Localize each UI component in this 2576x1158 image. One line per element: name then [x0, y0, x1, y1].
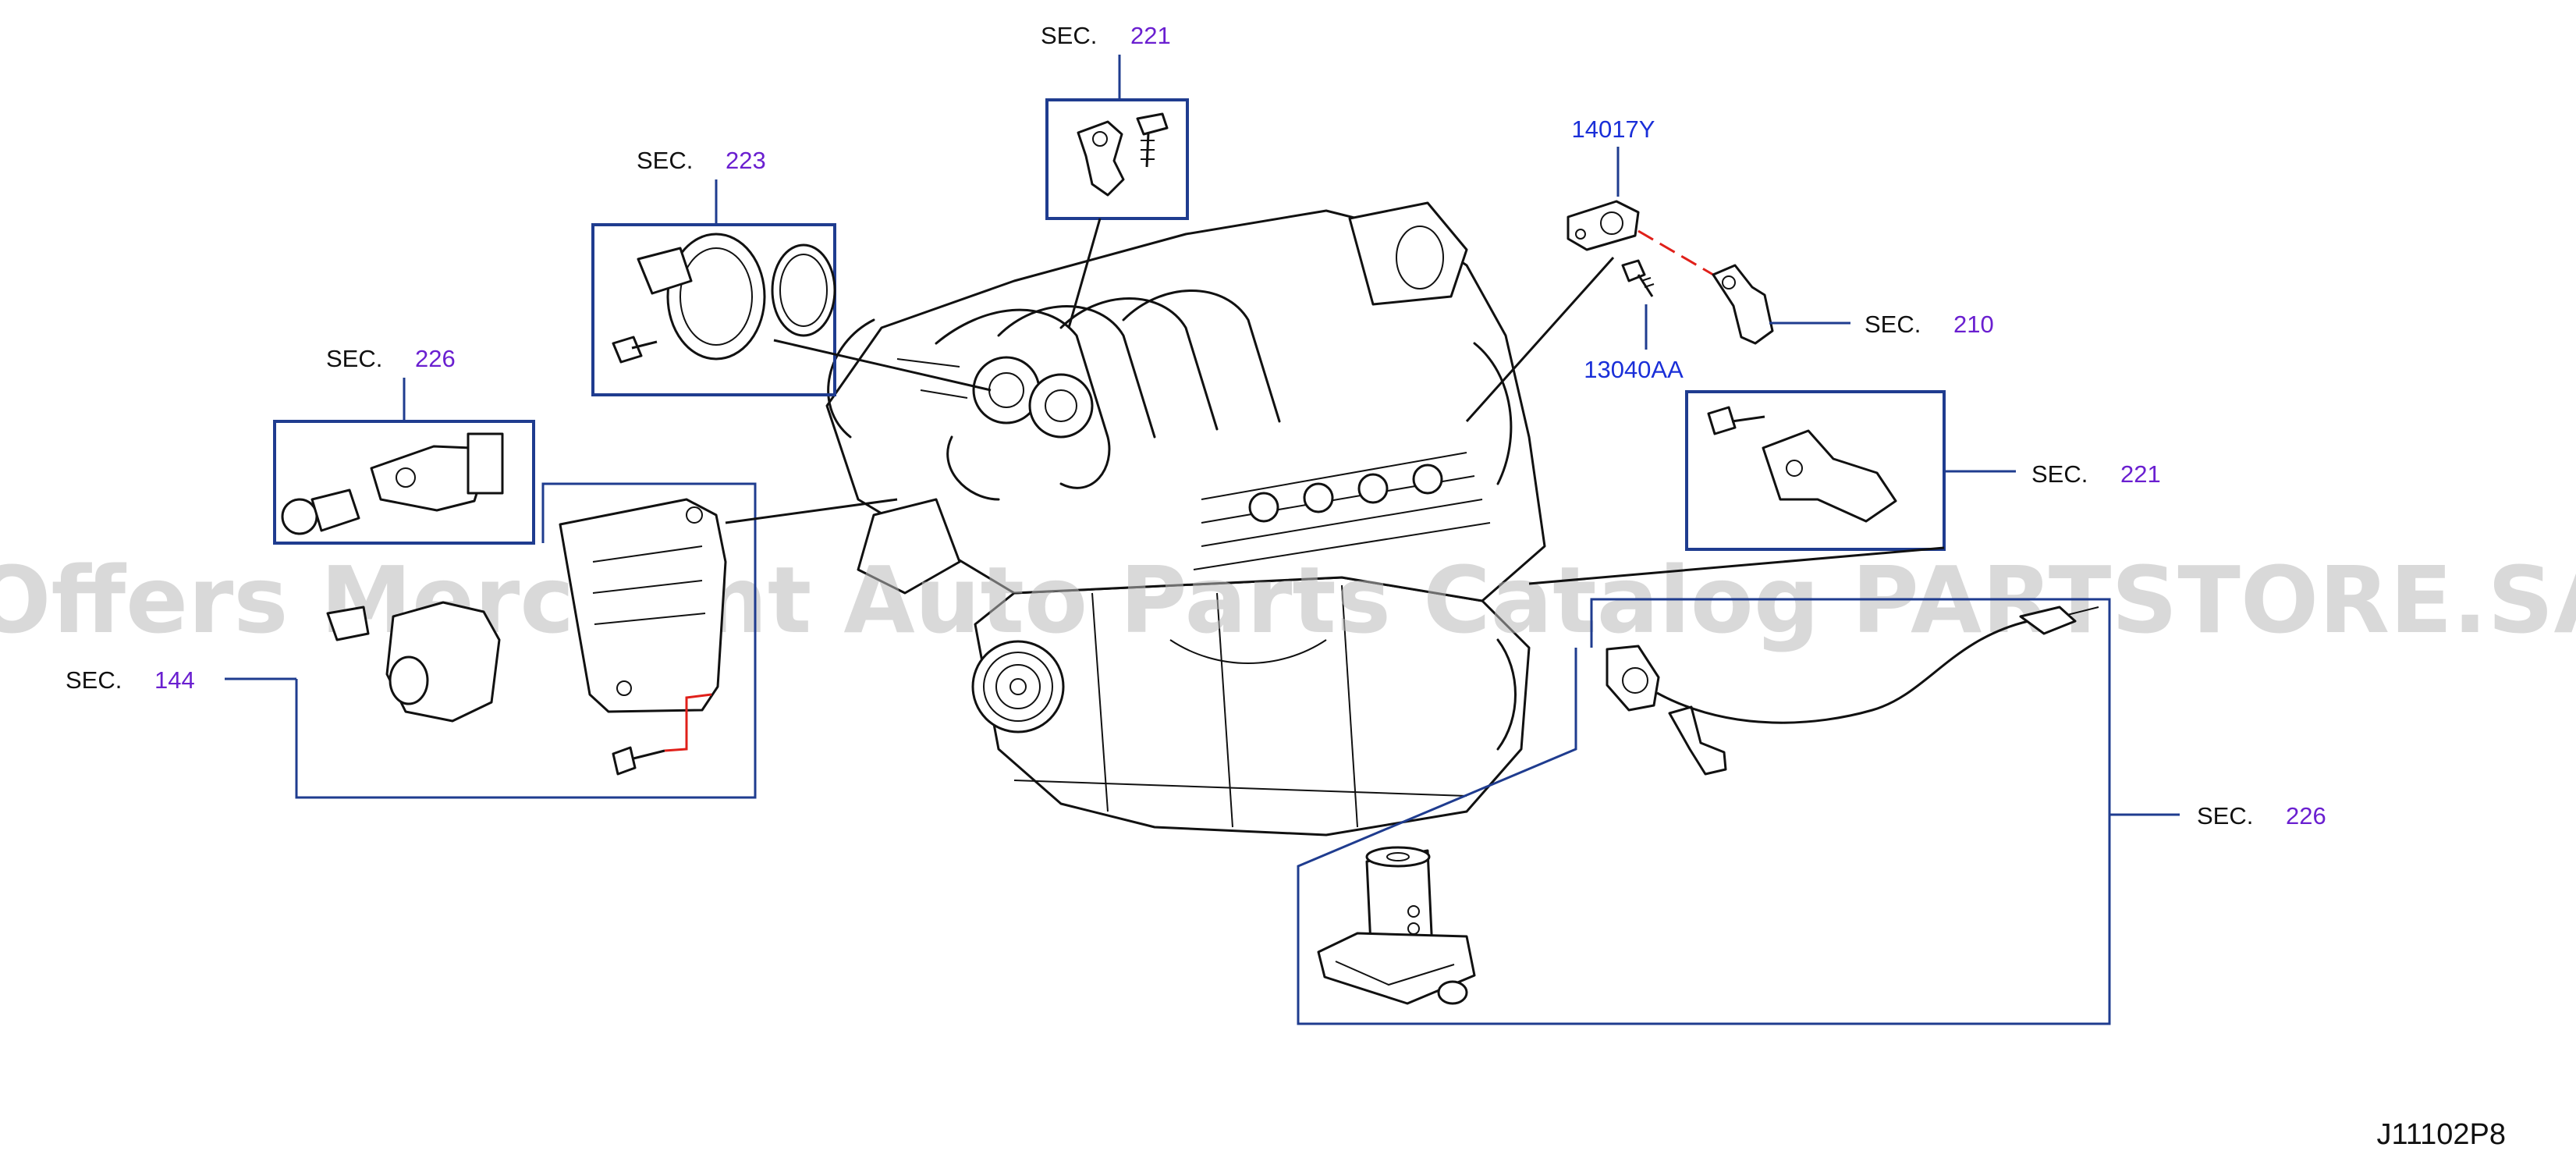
part-number-bolt: 13040AA: [1584, 356, 1684, 383]
sec-number: 221: [2120, 460, 2161, 488]
crank-position-sensor-icon: [1707, 406, 1897, 523]
watermark-text: Offers Merchant Auto Parts Catalog PARTS…: [0, 546, 2576, 654]
sec-number: 144: [154, 666, 195, 694]
solenoid-valve-icon: [281, 432, 504, 535]
knock-sensor-icon: [1712, 264, 1774, 345]
sec-prefix: SEC.: [1865, 311, 1921, 338]
sec-prefix: SEC.: [2031, 460, 2088, 488]
sec-prefix: SEC.: [2197, 802, 2253, 829]
sec-number: 223: [726, 147, 766, 174]
sec-number: 210: [1953, 311, 1994, 338]
sec-prefix: SEC.: [326, 345, 382, 372]
sec-number: 221: [1130, 22, 1171, 49]
callout-gasket-14017y[interactable]: 14017Y: [1567, 115, 1714, 276]
oil-level-sensor-icon: [1317, 846, 1476, 1005]
part-number-gasket: 14017Y: [1572, 115, 1655, 143]
bolt-icon: [1621, 259, 1655, 297]
callout-sec-144[interactable]: SEC. 144: [66, 482, 898, 799]
sec-number: 226: [415, 345, 456, 372]
diagram-code: J11102P8: [2376, 1118, 2506, 1151]
vacuum-pump-icon: [612, 233, 836, 364]
callout-sec-223[interactable]: SEC. 223: [591, 147, 992, 396]
engine-assembly: [825, 201, 1546, 837]
callout-sec-226-left[interactable]: SEC. 226: [273, 345, 535, 545]
callout-bolt-13040aa[interactable]: 13040AA: [1584, 259, 1684, 383]
callout-sec-226-right[interactable]: SEC. 226: [1297, 598, 2326, 1025]
gasket-icon: [1567, 200, 1640, 251]
sec-prefix: SEC.: [1041, 22, 1097, 49]
sec-number: 226: [2286, 802, 2326, 829]
cam-position-sensor-icon: [1077, 112, 1169, 197]
bracket-actuator-icon: [326, 498, 727, 776]
callout-sec-221-top[interactable]: SEC. 221: [1041, 22, 1189, 329]
sec-prefix: SEC.: [637, 147, 693, 174]
callout-sec-221-right[interactable]: SEC. 221: [1528, 390, 2161, 585]
temperature-sensor-harness-icon: [1606, 606, 2099, 776]
sec-prefix: SEC.: [66, 666, 122, 694]
callout-sec-210[interactable]: SEC. 210: [1465, 256, 1994, 423]
